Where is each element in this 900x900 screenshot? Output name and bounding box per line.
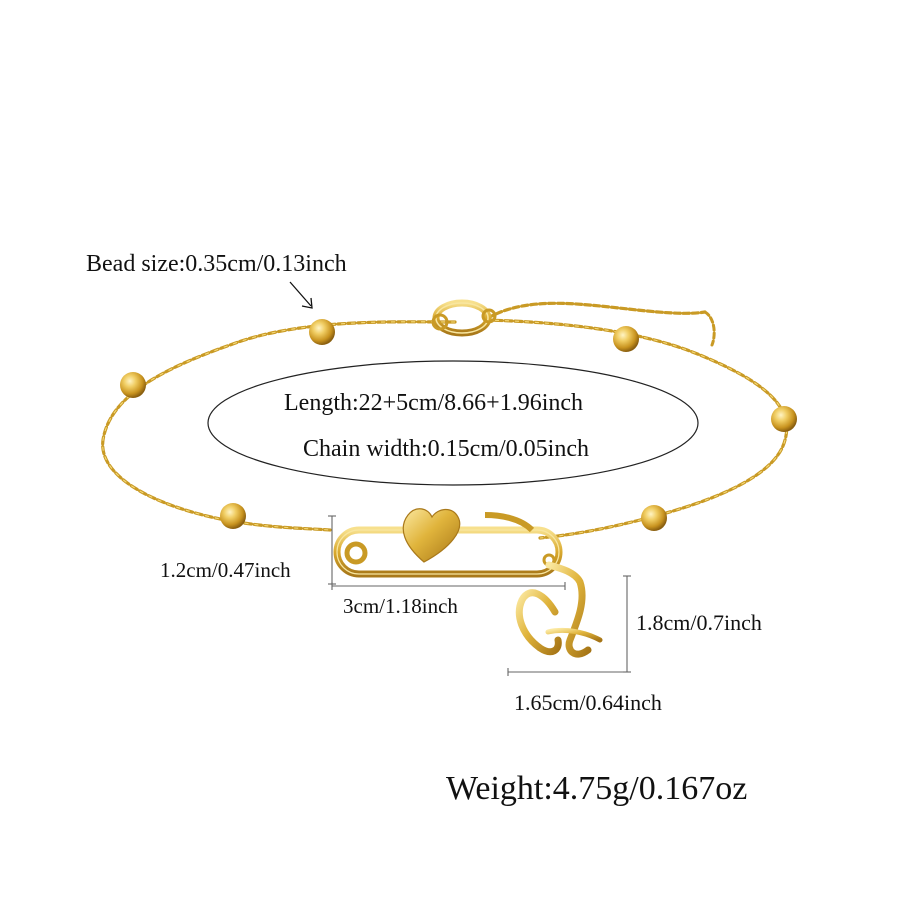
chain [101, 301, 789, 540]
chain-width-label: Chain width:0.15cm/0.05inch [303, 436, 589, 462]
beads [120, 319, 797, 531]
bead [309, 319, 335, 345]
bead [120, 372, 146, 398]
heart-initial-charm [515, 553, 603, 658]
heart-icon [402, 508, 461, 563]
info-ellipse [207, 360, 699, 486]
pin-width-label: 3cm/1.18inch [343, 594, 458, 618]
length-label: Length:22+5cm/8.66+1.96inch [284, 390, 584, 416]
bead [613, 326, 639, 352]
weight-label: Weight:4.75g/0.167oz [446, 770, 748, 807]
bead [771, 406, 797, 432]
lobster-clasp [431, 299, 497, 337]
pointer-arrow-icon [289, 281, 313, 309]
safety-pin-charm [333, 508, 563, 578]
pin-height-label: 1.2cm/0.47inch [160, 558, 291, 582]
bead [641, 505, 667, 531]
dimension-lines [328, 515, 631, 676]
bead-size-label: Bead size:0.35cm/0.13inch [86, 251, 347, 277]
charm-width-label: 1.65cm/0.64inch [514, 690, 662, 715]
charm-height-label: 1.8cm/0.7inch [636, 610, 762, 635]
bead [220, 503, 246, 529]
